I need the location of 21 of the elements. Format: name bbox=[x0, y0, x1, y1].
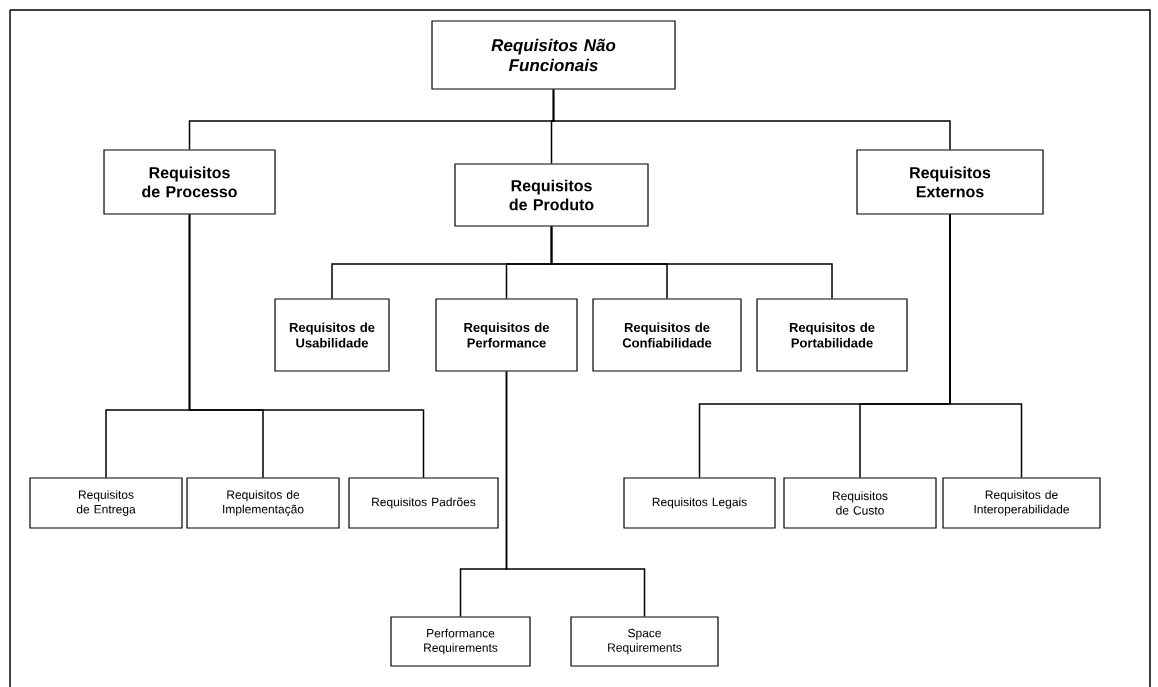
box: Requisitos Externos bbox=[856, 149, 1044, 215]
connector bbox=[550, 225, 833, 300]
box: Requisitos de Processo bbox=[103, 149, 276, 215]
box: Requisitos Legais bbox=[623, 477, 776, 529]
connector bbox=[552, 88, 951, 151]
box: Requisitos de Confiabilidade bbox=[592, 298, 742, 372]
box: Space Requirements bbox=[570, 616, 719, 667]
box: Requisitos de Custo bbox=[783, 477, 937, 529]
box: Requisitos de Usabilidade bbox=[274, 298, 390, 372]
box: Performance Requirements bbox=[390, 616, 531, 667]
box: Requisitos de Entrega bbox=[29, 477, 183, 529]
box: Requisitos Padrões bbox=[348, 477, 499, 529]
connector bbox=[188, 213, 425, 479]
box: Requisitos de Performance bbox=[435, 298, 578, 372]
box: Requisitos de Implementação bbox=[186, 477, 340, 529]
box: Requisitos de Produto bbox=[454, 163, 649, 227]
connector bbox=[505, 370, 646, 618]
box: Requisitos de Interoperabilidade bbox=[942, 477, 1101, 529]
connector bbox=[949, 213, 1023, 479]
box: Requisitos de Portabilidade bbox=[756, 298, 908, 372]
box: Requisitos Não Funcionais bbox=[431, 20, 676, 90]
